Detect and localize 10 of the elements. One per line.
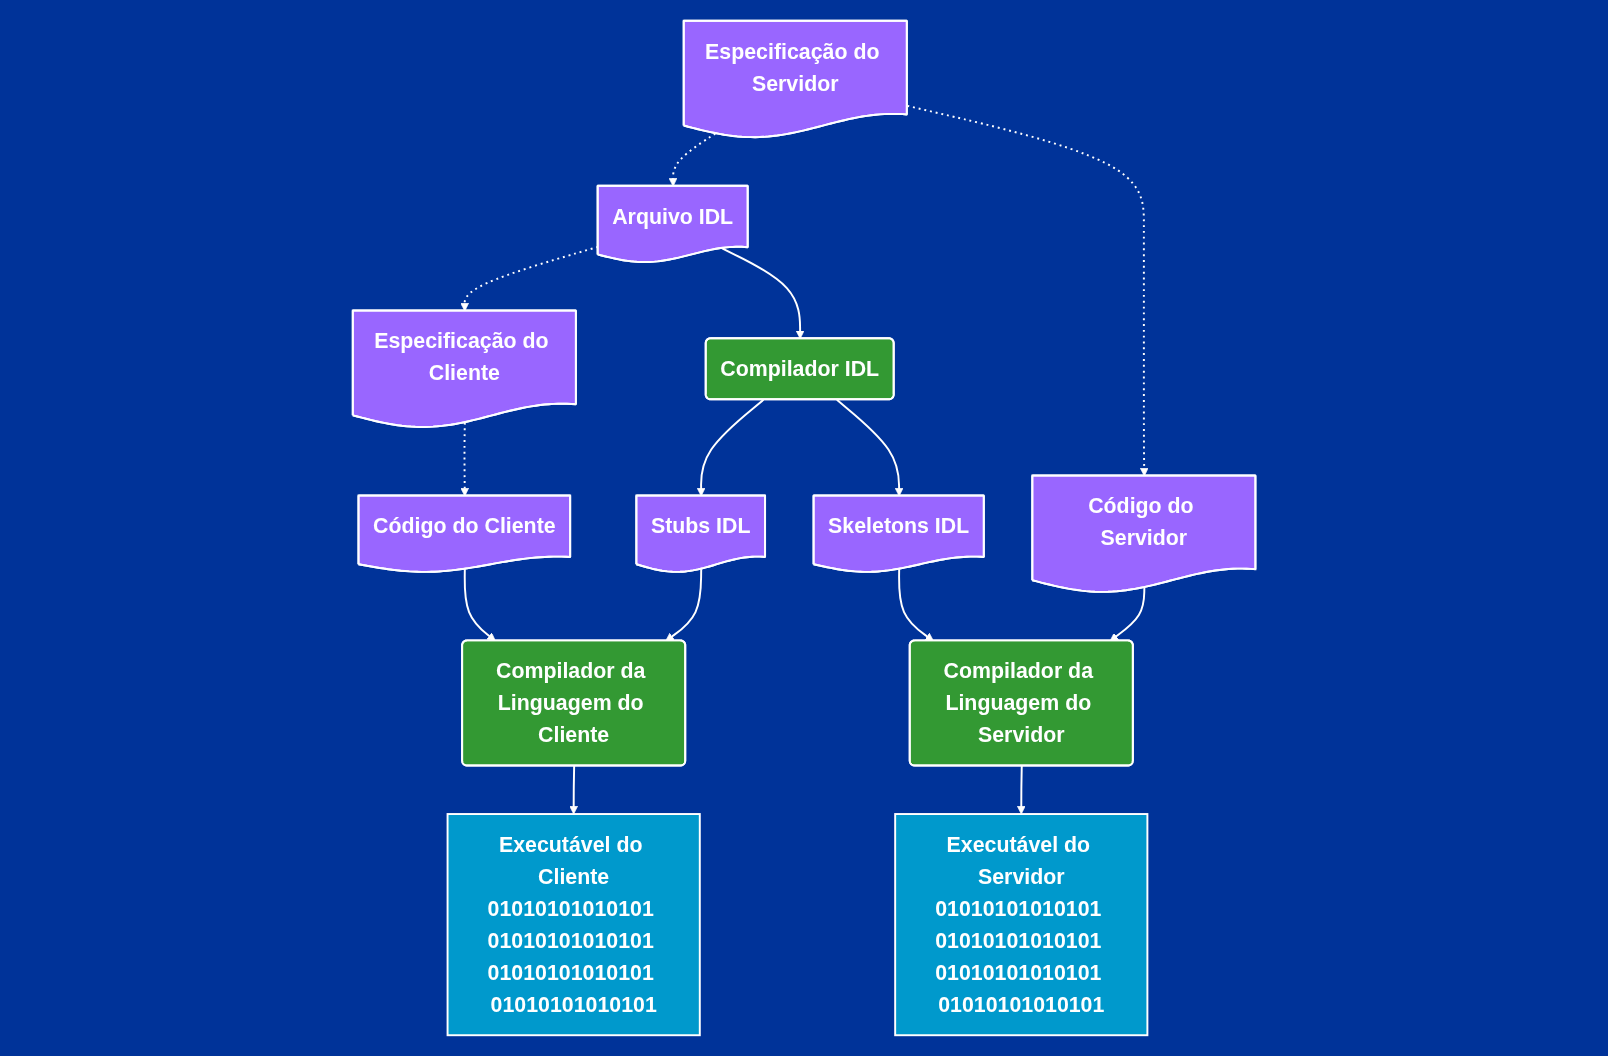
arrow: [569, 765, 578, 815]
arrow: [665, 568, 703, 642]
node-box: Executável do Cliente 01010101010101 01010101010101 01010101010101 01010101010101: [446, 813, 701, 1037]
arrow: [721, 247, 805, 340]
node-box: Executável do Servidor 01010101010101 01010101010101 01010101010101 01010101010101: [894, 813, 1149, 1037]
arrow: [463, 568, 496, 642]
arrow: [898, 568, 934, 642]
arrow: [1016, 765, 1026, 815]
arrow: [1109, 586, 1146, 642]
arrow: [460, 245, 599, 312]
